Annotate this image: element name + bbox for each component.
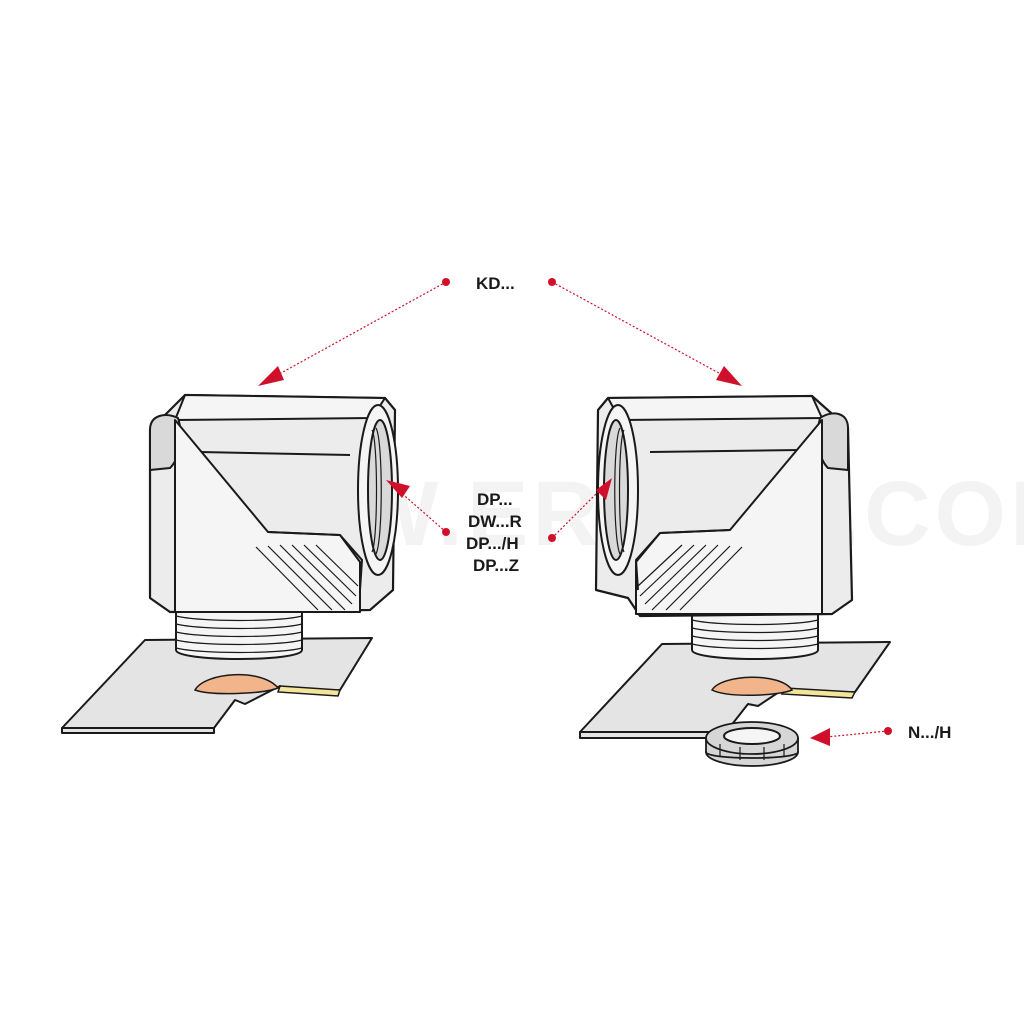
right-cable-entry-hole [710, 676, 794, 696]
right-threaded-spigot [691, 611, 819, 660]
leader-lines [258, 278, 892, 746]
dp-left-arrowhead [386, 480, 410, 498]
right-housing-body [594, 394, 854, 618]
label-dp-z: DP...Z [473, 556, 519, 575]
label-dw-r: DW...R [468, 512, 522, 531]
left-housing-body [148, 393, 399, 614]
label-kd: KD... [476, 274, 515, 293]
dp-left-leader [397, 489, 447, 533]
left-threaded-spigot [175, 607, 303, 660]
kd-right-leader [551, 281, 729, 379]
right-elbow-assembly [579, 394, 891, 767]
nh-leader [825, 730, 889, 738]
lock-nut [705, 721, 799, 767]
left-elbow-assembly [61, 393, 399, 734]
label-dp-h: DP.../H [466, 534, 519, 553]
label-dp: DP... [477, 490, 513, 509]
kd-left-arrowhead [258, 366, 284, 386]
nh-arrowhead [810, 728, 830, 746]
kd-left-leader [271, 281, 447, 379]
dp-right-arrowhead [596, 478, 612, 500]
left-cable-entry-hole [193, 673, 280, 695]
label-n-h: N.../H [908, 723, 951, 742]
kd-right-arrowhead [716, 366, 742, 386]
